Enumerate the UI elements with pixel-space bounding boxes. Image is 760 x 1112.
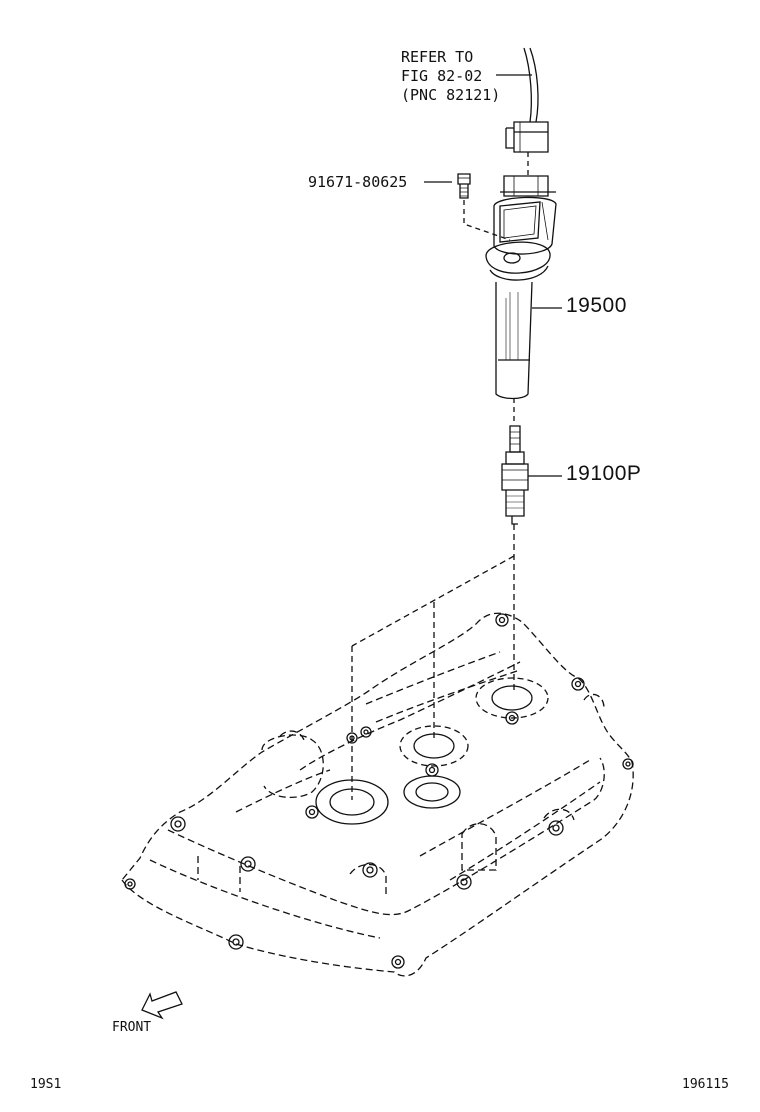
footer-right-code: 196115 <box>682 1077 729 1092</box>
install-lines <box>352 524 514 800</box>
spark-plug <box>502 426 562 524</box>
ignition-coil-part-number: 19500 <box>566 294 627 317</box>
bolt-icon <box>424 174 470 198</box>
mounting-bosses <box>125 614 633 968</box>
ignition-coil <box>486 176 562 399</box>
cylinder-head-cover <box>122 613 633 976</box>
harness-connector <box>506 122 548 152</box>
front-direction-label: FRONT <box>112 1020 152 1035</box>
bolt-part-number: 91671-80625 <box>308 173 408 191</box>
dash-bolt-to-coil <box>464 200 510 240</box>
front-arrow-icon <box>142 992 182 1018</box>
refer-to-line-2: FIG 82-02 <box>401 67 483 85</box>
refer-to-line-3: (PNC 82121) <box>401 86 501 104</box>
wire-harness <box>496 48 538 122</box>
refer-to-line-1: REFER TO <box>401 48 474 66</box>
footer-left-code: 19S1 <box>30 1077 62 1092</box>
spark-plug-part-number: 19100P <box>566 462 642 485</box>
